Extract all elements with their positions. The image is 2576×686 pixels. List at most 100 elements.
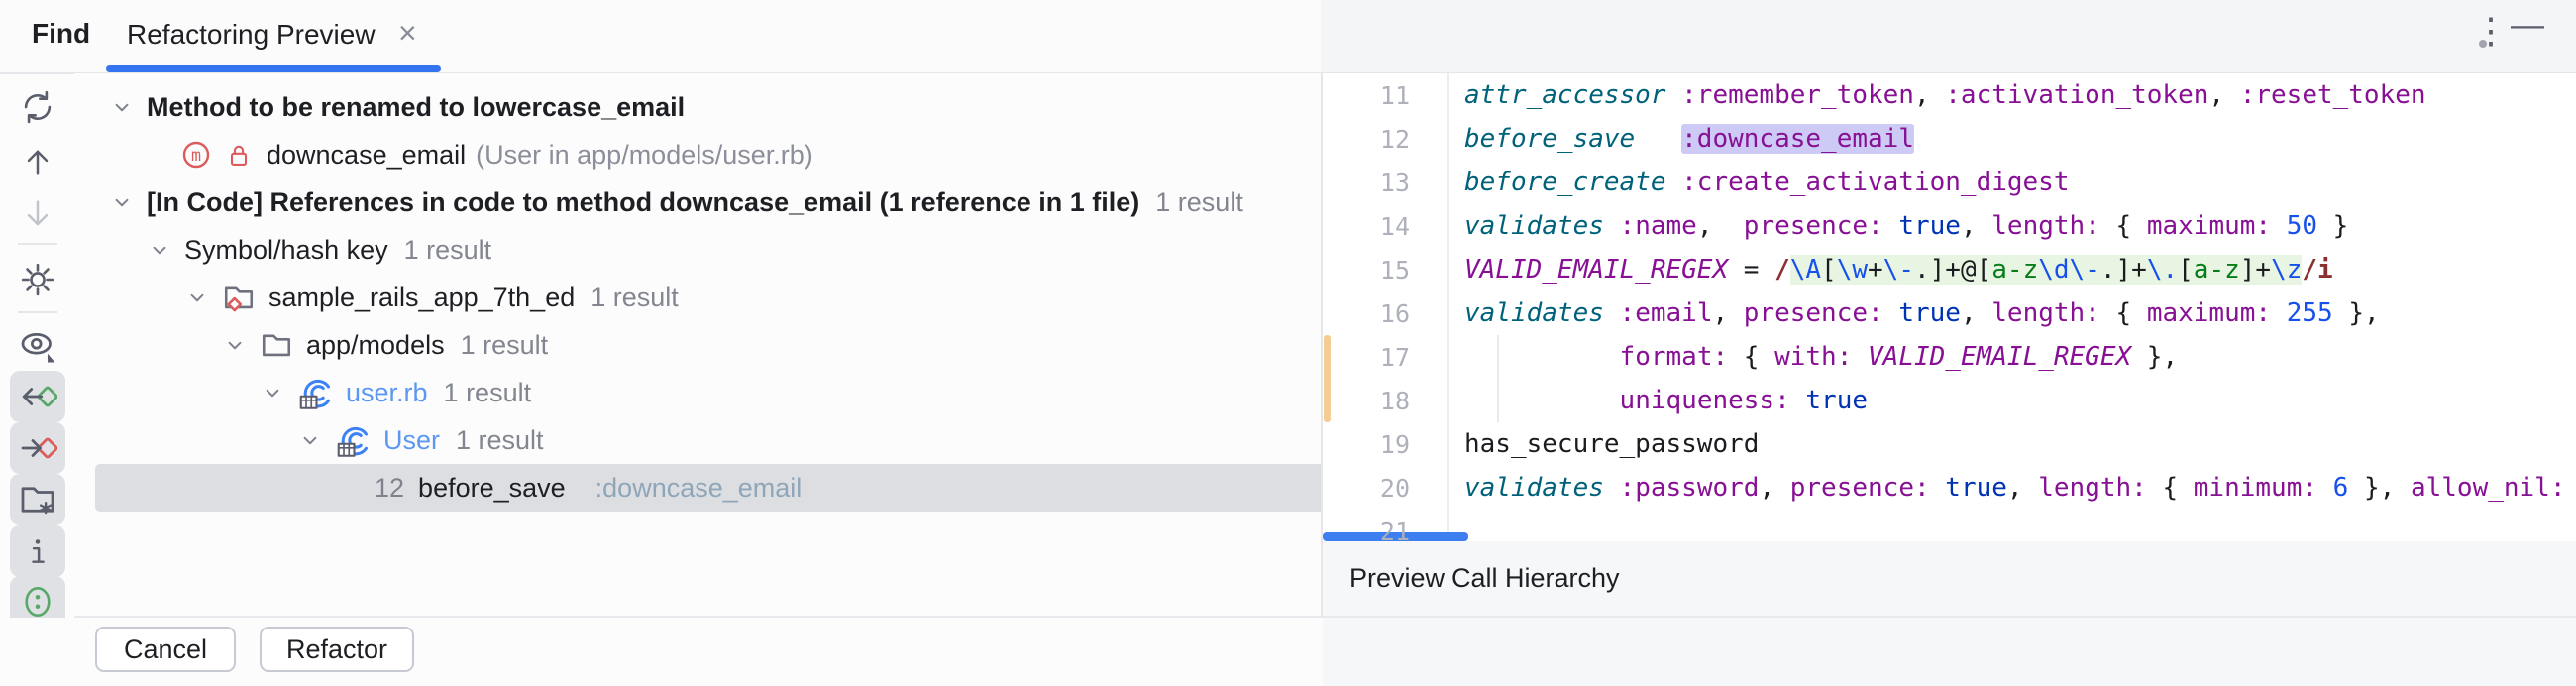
line-number: 18 [1379, 386, 1410, 415]
svg-text:m: m [191, 146, 201, 165]
code-line: 14 validates :name, presence: true, lengt… [1323, 204, 2576, 248]
tree-row[interactable]: [In Code] References in code to method d… [74, 178, 1321, 226]
result-count: 1 result [443, 377, 532, 407]
code-line: 18 uniqueness: true [1323, 379, 2576, 422]
horizontal-scrollbar[interactable] [1323, 532, 1468, 541]
code-text: VALID_EMAIL_REGEX = /\A[\w+\-.]+@[a-z\d\… [1464, 255, 2333, 285]
group-by-directory-icon[interactable] [10, 474, 65, 525]
code-line: 19 has_secure_password [1323, 422, 2576, 466]
code-text: has_secure_password [1464, 429, 1760, 459]
line-number: 14 [1379, 211, 1410, 241]
project-folder-icon [222, 281, 256, 314]
tab-close-icon[interactable]: × [398, 15, 417, 51]
settings-gear-icon[interactable] [10, 254, 65, 305]
read-access-icon[interactable] [10, 371, 65, 422]
show-info-icon[interactable] [10, 525, 65, 577]
toolbar-separator [18, 311, 57, 313]
tree-row-label: sample_rails_app_7th_ed [268, 282, 576, 312]
code-line: 15 VALID_EMAIL_REGEX = /\A[\w+\-.]+@[a-z\… [1323, 248, 2576, 291]
code-line: 17 format: { with: VALID_EMAIL_REGEX }, [1323, 335, 2576, 379]
result-count: 1 result [590, 282, 679, 312]
chevron-down-icon[interactable] [184, 285, 222, 310]
footer: Cancel Refactor [0, 618, 1321, 686]
panel-vertical-divider [1321, 73, 1323, 617]
tree-row[interactable]: m downcase_email (User in app/models/user.… [74, 131, 1321, 178]
line-number: 15 [1379, 255, 1410, 285]
lock-icon [225, 141, 253, 169]
change-marker [1324, 335, 1331, 422]
tree-row-label: app/models [306, 329, 445, 360]
class-icon [297, 375, 333, 410]
rerun-icon[interactable] [10, 81, 65, 133]
code-text: format: { with: VALID_EMAIL_REGEX }, [1619, 342, 2179, 372]
chevron-down-icon[interactable] [222, 332, 260, 358]
tree-row[interactable]: app/models 1 result [74, 321, 1321, 369]
usage-line-number: 12 [375, 472, 405, 503]
line-number: 17 [1379, 342, 1410, 372]
line-number: 19 [1379, 429, 1410, 459]
next-occurrence-icon[interactable] [10, 188, 65, 240]
code-text: uniqueness: true [1619, 386, 1869, 415]
tool-window-title: Find [32, 18, 91, 49]
active-tab-underline [106, 65, 441, 72]
tree-row-label: downcase_email [267, 139, 467, 170]
tree-row-label: [In Code] References in code to method d… [147, 186, 1140, 217]
tree-row-label: user.rb [346, 377, 428, 407]
preview-eye-icon[interactable] [10, 319, 65, 371]
preview-tab-strip: Preview Call Hierarchy [1323, 541, 2576, 686]
chevron-down-icon[interactable] [147, 237, 184, 263]
code-line: 20 validates :password, presence: true, l… [1323, 466, 2576, 510]
line-number: 21 [1379, 516, 1410, 542]
tree-row[interactable]: User 1 result [74, 416, 1321, 464]
result-count: 1 result [456, 424, 544, 455]
code-text: attr_accessor :remember_token, :activati… [1464, 80, 2426, 110]
code-line: 12 before_save :downcase_email [1323, 117, 2576, 161]
tree-row[interactable]: user.rb 1 result [74, 369, 1321, 416]
tab-preview[interactable]: Preview [1349, 563, 1446, 593]
code-text: validates :name, presence: true, length:… [1464, 211, 2349, 241]
code-text: validates :email, presence: true, length… [1464, 298, 2380, 328]
class-icon [335, 422, 371, 458]
code-text: before_save :downcase_email [1464, 124, 1914, 154]
method-icon: m [180, 139, 212, 171]
chevron-down-icon[interactable] [109, 189, 147, 215]
code-text: before_create :create_activation_digest [1464, 168, 2070, 197]
line-number: 20 [1379, 473, 1410, 503]
left-toolbar [0, 73, 74, 686]
indent-guide [1497, 335, 1499, 422]
folder-icon [260, 328, 293, 362]
tree-row-label: User [383, 424, 441, 455]
result-count: 1 result [403, 234, 492, 265]
code-text: validates :password, presence: true, len… [1464, 473, 2566, 503]
top-bar-right-strip [1321, 0, 2576, 72]
tree-row[interactable]: sample_rails_app_7th_ed 1 result [74, 274, 1321, 321]
line-number: 12 [1379, 124, 1410, 154]
tree-row-label: Symbol/hash key [184, 234, 388, 265]
line-number: 16 [1379, 298, 1410, 328]
usage-reference-symbol: :downcase_email [594, 472, 803, 503]
cancel-button[interactable]: Cancel [95, 627, 236, 672]
tree-row-label: Method to be renamed to lowercase_email [147, 91, 686, 122]
tree-row[interactable]: Symbol/hash key 1 result [74, 226, 1321, 274]
refactor-button[interactable]: Refactor [260, 627, 414, 672]
chevron-down-icon[interactable] [297, 427, 335, 453]
previous-occurrence-icon[interactable] [10, 136, 65, 187]
toolbar-separator [18, 243, 57, 245]
minimize-icon[interactable]: — [2511, 6, 2544, 44]
tree-row[interactable]: Method to be renamed to lowercase_email [74, 83, 1321, 131]
footer-divider [74, 616, 2576, 618]
code-line: 16 validates :email, presence: true, leng… [1323, 291, 2576, 335]
tab-refactoring-preview[interactable]: Refactoring Preview [127, 19, 376, 50]
tree-row-location: (User in app/models/user.rb) [476, 139, 813, 170]
chevron-down-icon[interactable] [109, 94, 147, 120]
result-count: 1 result [460, 329, 549, 360]
chevron-down-icon[interactable] [260, 380, 297, 405]
write-access-icon[interactable] [10, 422, 65, 474]
tab-call-hierarchy[interactable]: Call Hierarchy [1451, 563, 1620, 593]
code-line: 21 [1323, 510, 2576, 542]
